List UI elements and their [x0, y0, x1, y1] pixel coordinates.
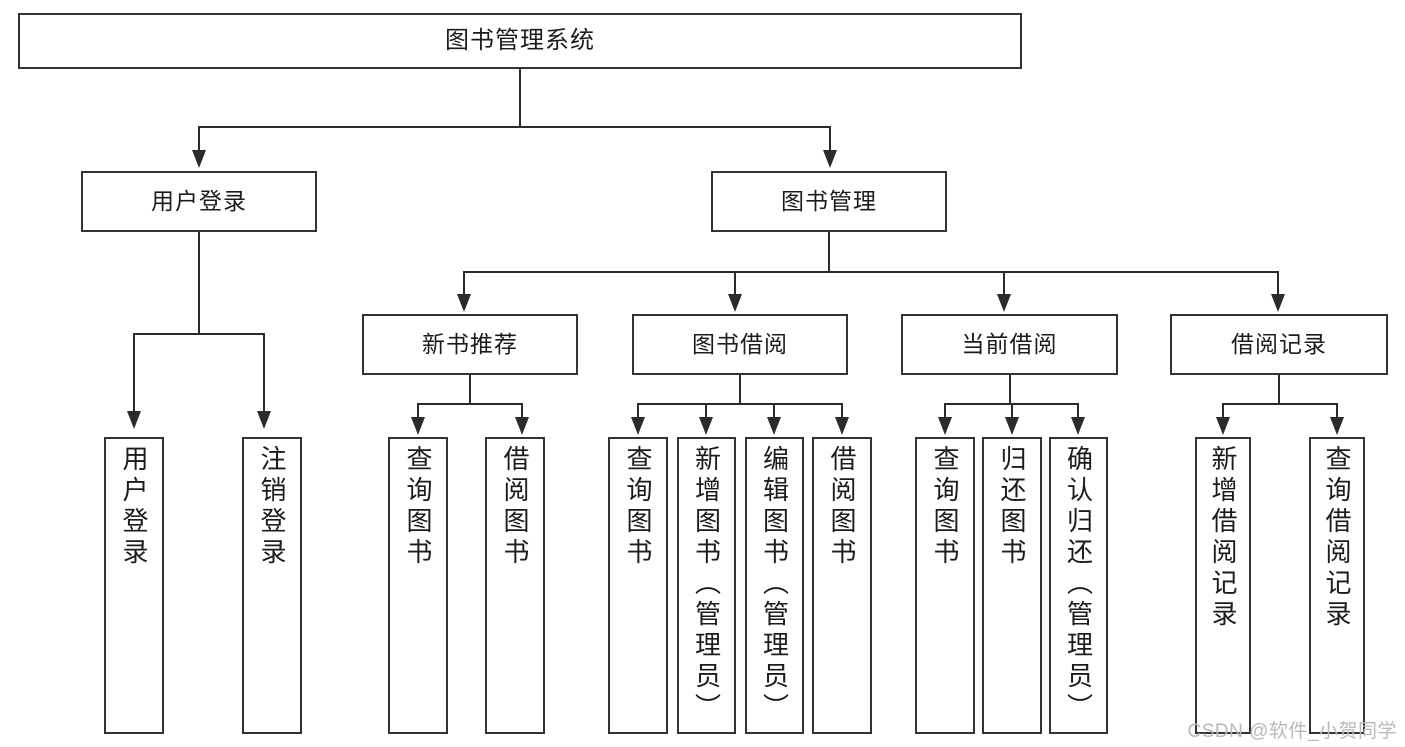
edge-to-leaf-confirm-return: [1077, 403, 1079, 419]
edge-book-borrow-bus: [637, 403, 842, 405]
leaf-add-book[interactable]: 新增图书（管理员）: [677, 437, 736, 734]
edge-book-borrow-stem: [739, 375, 741, 404]
edge-to-leaf-add-book: [705, 403, 707, 419]
arrow-to-leaf-borrow-book-1: [515, 417, 529, 435]
node-new-book-recommend-label: 新书推荐: [422, 330, 518, 357]
arrow-to-leaf-user-logout: [257, 411, 271, 429]
node-new-book-recommend[interactable]: 新书推荐: [362, 314, 578, 375]
leaf-query-book-3[interactable]: 查询图书: [915, 437, 975, 734]
leaf-query-book-1[interactable]: 查询图书: [388, 437, 448, 734]
node-book-management-label: 图书管理: [781, 187, 877, 214]
edge-borrow-record-stem: [1278, 375, 1280, 404]
node-root-label: 图书管理系统: [445, 26, 595, 54]
node-user-login[interactable]: 用户登录: [81, 171, 317, 232]
edge-to-leaf-borrow-book-2: [841, 403, 843, 419]
node-book-management[interactable]: 图书管理: [711, 171, 947, 232]
arrow-to-leaf-borrow-book-2: [835, 417, 849, 435]
arrow-to-leaf-query-book-2: [631, 417, 645, 435]
edge-to-leaf-query-book-3: [944, 403, 946, 419]
edge-to-current-borrow: [1003, 271, 1005, 297]
leaf-confirm-return-label: 确认归还（管理员）: [1063, 445, 1094, 724]
arrow-to-leaf-query-record: [1330, 417, 1344, 435]
edge-user-login-stem: [198, 232, 200, 334]
edge-to-book-manage: [829, 126, 831, 152]
edge-book-manage-stem: [828, 232, 830, 272]
edge-borrow-record-bus: [1222, 403, 1337, 405]
edge-current-borrow-stem: [1009, 375, 1011, 404]
arrow-to-current-borrow: [997, 294, 1011, 312]
leaf-borrow-book-1-label: 借阅图书: [500, 445, 530, 569]
edge-level3-bus: [463, 271, 1279, 273]
node-current-borrow-label: 当前借阅: [961, 330, 1058, 357]
edge-level2-bus: [198, 126, 831, 128]
leaf-user-login[interactable]: 用户登录: [104, 437, 164, 734]
leaf-add-record-label: 新增借阅记录: [1208, 445, 1238, 631]
edge-to-borrow-record: [1277, 271, 1279, 297]
edge-to-leaf-query-book-1: [417, 403, 419, 419]
node-current-borrow[interactable]: 当前借阅: [901, 314, 1118, 375]
edge-new-book-recommend-bus: [417, 403, 522, 405]
leaf-user-login-label: 用户登录: [119, 445, 149, 569]
arrow-to-leaf-add-book: [699, 417, 713, 435]
arrow-to-book-manage: [823, 150, 837, 168]
edge-to-new-book-recommend: [463, 271, 465, 297]
leaf-borrow-book-1[interactable]: 借阅图书: [485, 437, 545, 734]
edge-to-leaf-borrow-book-1: [521, 403, 523, 419]
leaf-return-book-label: 归还图书: [997, 445, 1027, 569]
edge-user-login-bus: [133, 333, 264, 335]
edge-to-leaf-edit-book: [773, 403, 775, 419]
edge-to-leaf-user-logout: [263, 333, 265, 413]
leaf-query-book-1-label: 查询图书: [403, 445, 433, 569]
arrow-to-leaf-query-book-3: [938, 417, 952, 435]
leaf-return-book[interactable]: 归还图书: [982, 437, 1042, 734]
leaf-edit-book[interactable]: 编辑图书（管理员）: [745, 437, 804, 734]
edge-to-leaf-add-record: [1222, 403, 1224, 419]
edge-to-leaf-query-record: [1336, 403, 1338, 419]
leaf-add-book-label: 新增图书（管理员）: [691, 445, 722, 724]
node-borrow-record[interactable]: 借阅记录: [1170, 314, 1388, 375]
leaf-query-record-label: 查询借阅记录: [1322, 445, 1352, 631]
arrow-to-leaf-edit-book: [767, 417, 781, 435]
leaf-borrow-book-2-label: 借阅图书: [827, 445, 857, 569]
arrow-to-leaf-confirm-return: [1071, 417, 1085, 435]
edge-to-book-borrow: [734, 271, 736, 297]
csdn-watermark: CSDN @软件_小贺同学: [1187, 721, 1397, 742]
arrow-to-leaf-add-record: [1216, 417, 1230, 435]
node-borrow-record-label: 借阅记录: [1231, 330, 1327, 357]
edge-to-leaf-query-book-2: [637, 403, 639, 419]
leaf-query-book-2[interactable]: 查询图书: [608, 437, 668, 734]
edge-to-user-login: [198, 126, 200, 152]
leaf-query-record[interactable]: 查询借阅记录: [1309, 437, 1365, 734]
node-root-book-management-system[interactable]: 图书管理系统: [18, 13, 1022, 69]
leaf-query-book-2-label: 查询图书: [623, 445, 653, 569]
arrow-to-book-borrow: [728, 294, 742, 312]
edge-root-stem: [519, 69, 521, 127]
node-book-borrow-label: 图书借阅: [692, 330, 788, 357]
leaf-user-logout[interactable]: 注销登录: [242, 437, 302, 734]
arrow-to-borrow-record: [1271, 294, 1285, 312]
edge-to-leaf-return-book: [1011, 403, 1013, 419]
leaf-add-record[interactable]: 新增借阅记录: [1195, 437, 1251, 734]
edge-to-leaf-user-login: [133, 333, 135, 413]
leaf-user-logout-label: 注销登录: [257, 445, 287, 569]
leaf-edit-book-label: 编辑图书（管理员）: [759, 445, 790, 724]
node-book-borrow[interactable]: 图书借阅: [632, 314, 848, 375]
leaf-confirm-return[interactable]: 确认归还（管理员）: [1049, 437, 1108, 734]
leaf-query-book-3-label: 查询图书: [930, 445, 960, 569]
leaf-borrow-book-2[interactable]: 借阅图书: [812, 437, 872, 734]
arrow-to-new-book-recommend: [457, 294, 471, 312]
arrow-to-leaf-query-book-1: [411, 417, 425, 435]
edge-new-book-recommend-stem: [469, 375, 471, 404]
arrow-to-leaf-return-book: [1005, 417, 1019, 435]
arrow-to-leaf-user-login: [127, 411, 141, 429]
arrow-to-user-login: [192, 150, 206, 168]
node-user-login-label: 用户登录: [151, 187, 247, 214]
